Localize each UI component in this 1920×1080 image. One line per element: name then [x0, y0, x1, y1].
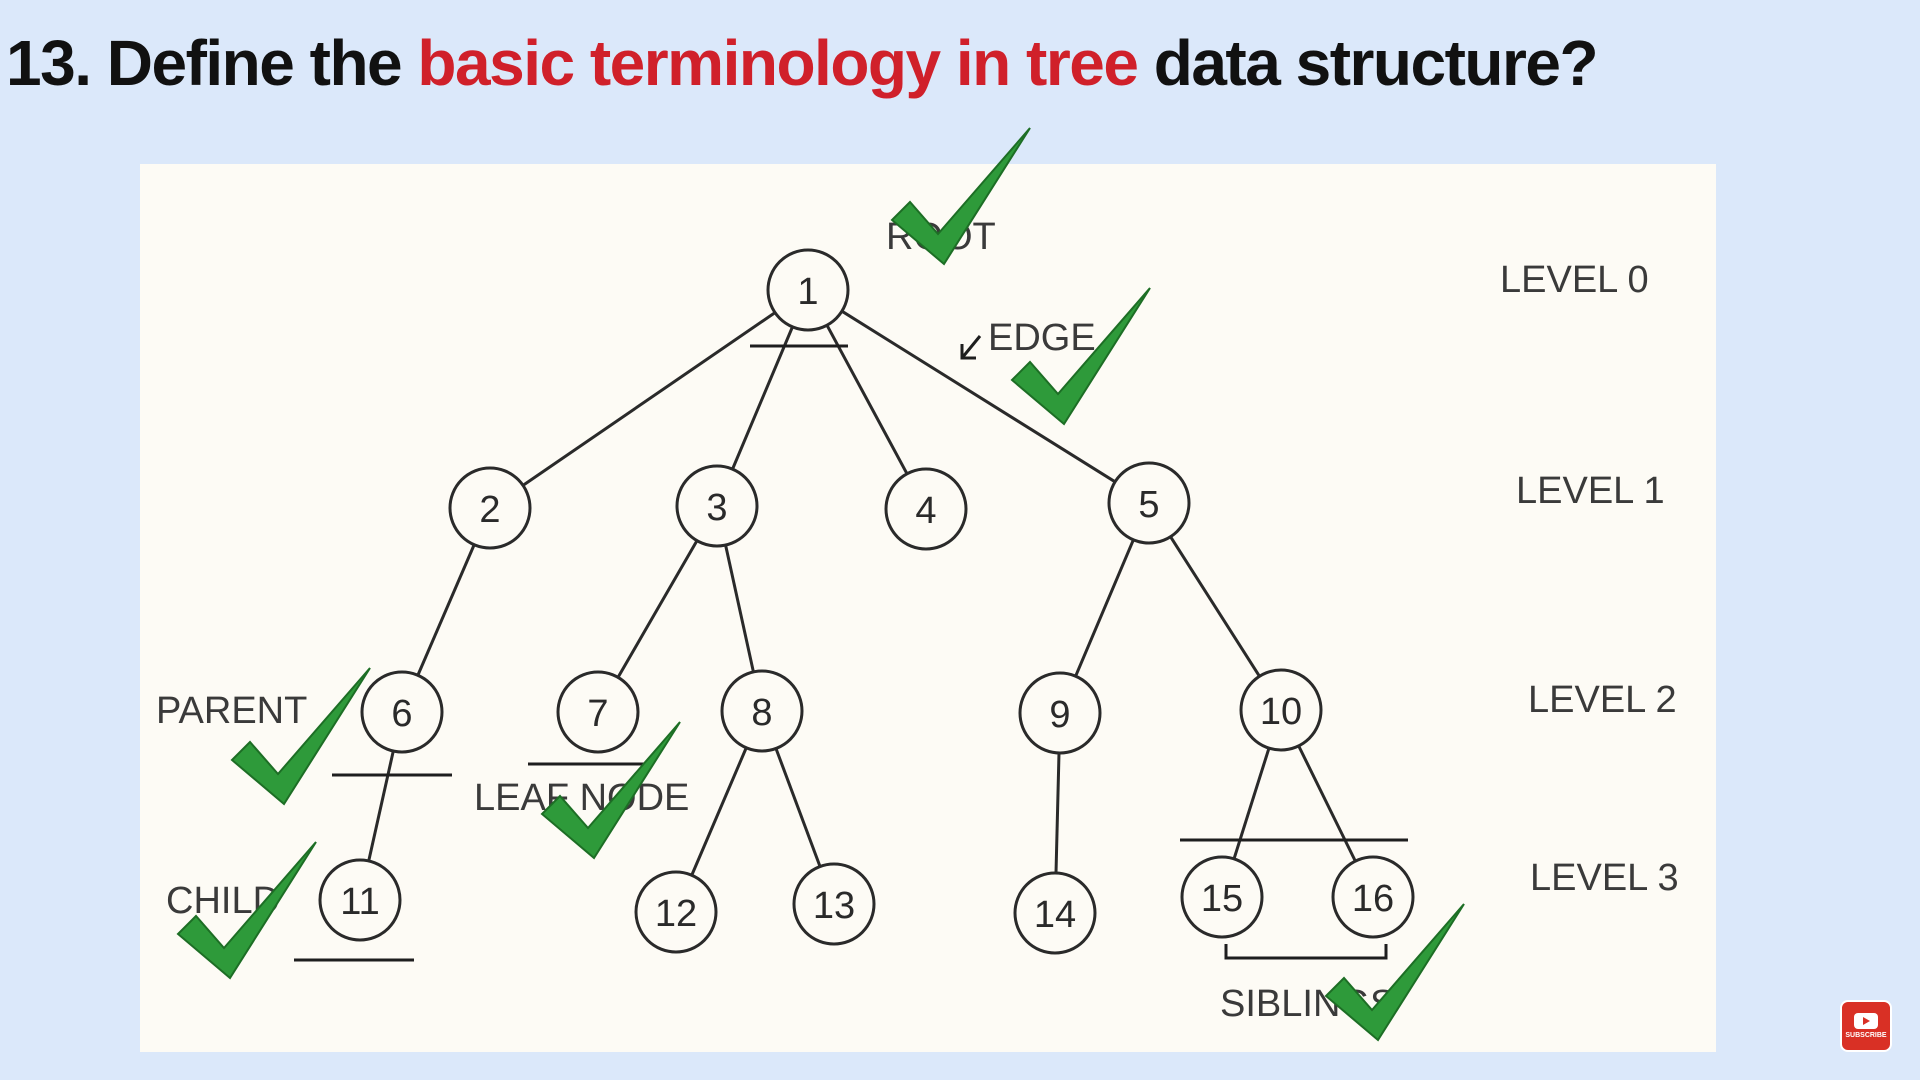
tree-node-3: 3: [675, 464, 759, 548]
tree-node-circle: [448, 466, 532, 550]
tree-node-7: 7: [556, 670, 640, 754]
tree-node-circle: [675, 464, 759, 548]
youtube-subscribe-icon[interactable]: SUBSCRIBE: [1840, 1000, 1892, 1052]
subscribe-label: SUBSCRIBE: [1845, 1032, 1887, 1039]
tree-edge-1-5: [841, 309, 1116, 484]
tree-node-circle: [634, 870, 718, 954]
siblings-check-mark-icon: [1324, 903, 1465, 1042]
level-0-label: LEVEL 0: [1500, 259, 1649, 301]
tree-node-6: 6: [360, 670, 444, 754]
tree-node-label: 13: [813, 885, 855, 927]
tree-node-circle: [884, 467, 968, 551]
tree-node-11: 11: [318, 858, 402, 942]
page-title: 13. Define the basic terminology in tree…: [6, 26, 1599, 100]
tree-node-label: 3: [706, 487, 727, 529]
play-icon: [1854, 1013, 1878, 1029]
tree-node-label: 7: [587, 693, 608, 735]
edge-check-mark-icon: [1010, 287, 1151, 426]
level-1-label: LEVEL 1: [1516, 470, 1665, 512]
check-layer: [176, 127, 1465, 1042]
tree-edge-6-11: [367, 750, 395, 862]
leaf-node-check-mark-icon: [540, 721, 681, 860]
tree-node-9: 9: [1018, 671, 1102, 755]
level-2-label: LEVEL 2: [1528, 679, 1677, 721]
tree-node-circle: [1239, 668, 1323, 752]
tree-node-circle: [1180, 855, 1264, 939]
tree-node-circle: [720, 669, 804, 753]
tree-node-label: 8: [751, 692, 772, 734]
tree-node-label: 15: [1201, 878, 1243, 920]
tree-node-label: 9: [1049, 694, 1070, 736]
tree-node-circle: [1018, 671, 1102, 755]
tree-edge-1-4: [825, 324, 909, 475]
tree-node-2: 2: [448, 466, 532, 550]
tree-edge-10-15: [1232, 747, 1271, 860]
tree-edge-8-12: [690, 747, 748, 876]
parent-check-mark-icon: [230, 667, 371, 806]
leaf-node-label: LEAF NODE: [474, 777, 689, 819]
tree-edge-3-7: [616, 539, 699, 679]
tree-node-circle: [766, 248, 850, 332]
root-check-mark-icon: [890, 127, 1031, 266]
tree-node-16: 16: [1331, 855, 1415, 939]
tree-edge-2-6: [416, 544, 476, 676]
siblings-bracket: [1224, 944, 1388, 960]
tree-node-label: 11: [340, 881, 379, 923]
tree-node-8: 8: [720, 669, 804, 753]
parent-label: PARENT: [156, 690, 307, 732]
arrow-down-left-icon: [960, 335, 982, 360]
annotation-marks: [294, 344, 1408, 962]
tree-edge-3-8: [724, 544, 755, 673]
title-prefix: 13. Define the: [6, 27, 418, 99]
tree-node-circle: [1013, 871, 1097, 955]
tree-node-13: 13: [792, 862, 876, 946]
tree-node-label: 4: [915, 490, 936, 532]
tree-node-15: 15: [1180, 855, 1264, 939]
tree-node-circle: [360, 670, 444, 754]
tree-node-label: 10: [1260, 691, 1302, 733]
tree-node-10: 10: [1239, 668, 1323, 752]
child-check-mark-icon: [176, 841, 317, 980]
tree-edge-1-2: [522, 311, 776, 487]
tree-edge-5-10: [1169, 535, 1261, 678]
tree-node-5: 5: [1107, 461, 1191, 545]
tree-node-label: 14: [1034, 894, 1076, 936]
tree-node-label: 6: [391, 693, 412, 735]
tree-edge-8-13: [774, 747, 822, 868]
edge-label: EDGE: [988, 317, 1096, 359]
tree-edge-1-3: [731, 326, 794, 470]
tree-node-circle: [318, 858, 402, 942]
level-3-label: LEVEL 3: [1530, 857, 1679, 899]
tree-node-label: 5: [1138, 484, 1159, 526]
tree-node-label: 1: [797, 271, 818, 313]
tree-node-circle: [1107, 461, 1191, 545]
tree-node-4: 4: [884, 467, 968, 551]
tree-edge-5-9: [1074, 539, 1135, 677]
tree-node-1: 1: [766, 248, 850, 332]
title-suffix: data structure?: [1137, 27, 1599, 99]
tree-edge-10-16: [1297, 745, 1357, 862]
tree-node-label: 16: [1352, 878, 1394, 920]
tree-node-circle: [792, 862, 876, 946]
tree-node-circle: [556, 670, 640, 754]
tree-node-12: 12: [634, 870, 718, 954]
tree-node-circle: [1331, 855, 1415, 939]
tree-edge-9-14: [1054, 752, 1061, 874]
title-highlight: basic terminology in tree: [417, 27, 1139, 99]
tree-node-14: 14: [1013, 871, 1097, 955]
tree-node-label: 12: [655, 893, 697, 935]
tree-node-label: 2: [479, 489, 500, 531]
